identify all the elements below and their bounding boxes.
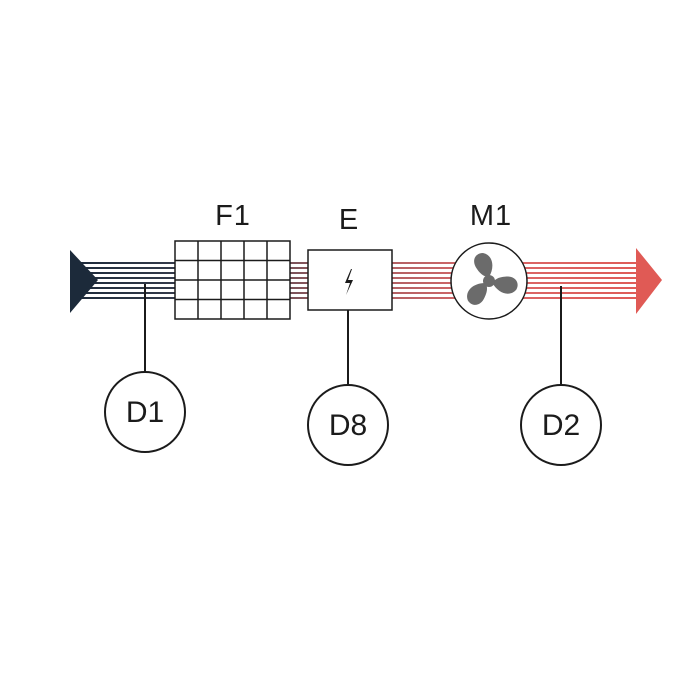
inlet-arrow-tail bbox=[70, 250, 98, 313]
sensor-d1-label: D1 bbox=[126, 396, 164, 429]
sensor-d1[interactable]: D1 bbox=[104, 371, 186, 453]
heater-label: E bbox=[339, 204, 359, 236]
heater-e[interactable] bbox=[307, 249, 393, 311]
filter-f1[interactable] bbox=[174, 240, 291, 320]
fan-label: M1 bbox=[470, 200, 512, 232]
sensor-d8-label: D8 bbox=[329, 409, 367, 442]
sensor-d2-label: D2 bbox=[542, 409, 580, 442]
fan-icon bbox=[467, 253, 518, 305]
outlet-arrow-head bbox=[636, 248, 662, 314]
lightning-bolt-icon bbox=[345, 269, 353, 295]
sensor-d8[interactable]: D8 bbox=[307, 384, 389, 466]
sensor-d2[interactable]: D2 bbox=[520, 384, 602, 466]
fan-m1[interactable] bbox=[450, 242, 528, 320]
filter-label: F1 bbox=[215, 200, 251, 232]
filter-grid bbox=[175, 241, 290, 319]
